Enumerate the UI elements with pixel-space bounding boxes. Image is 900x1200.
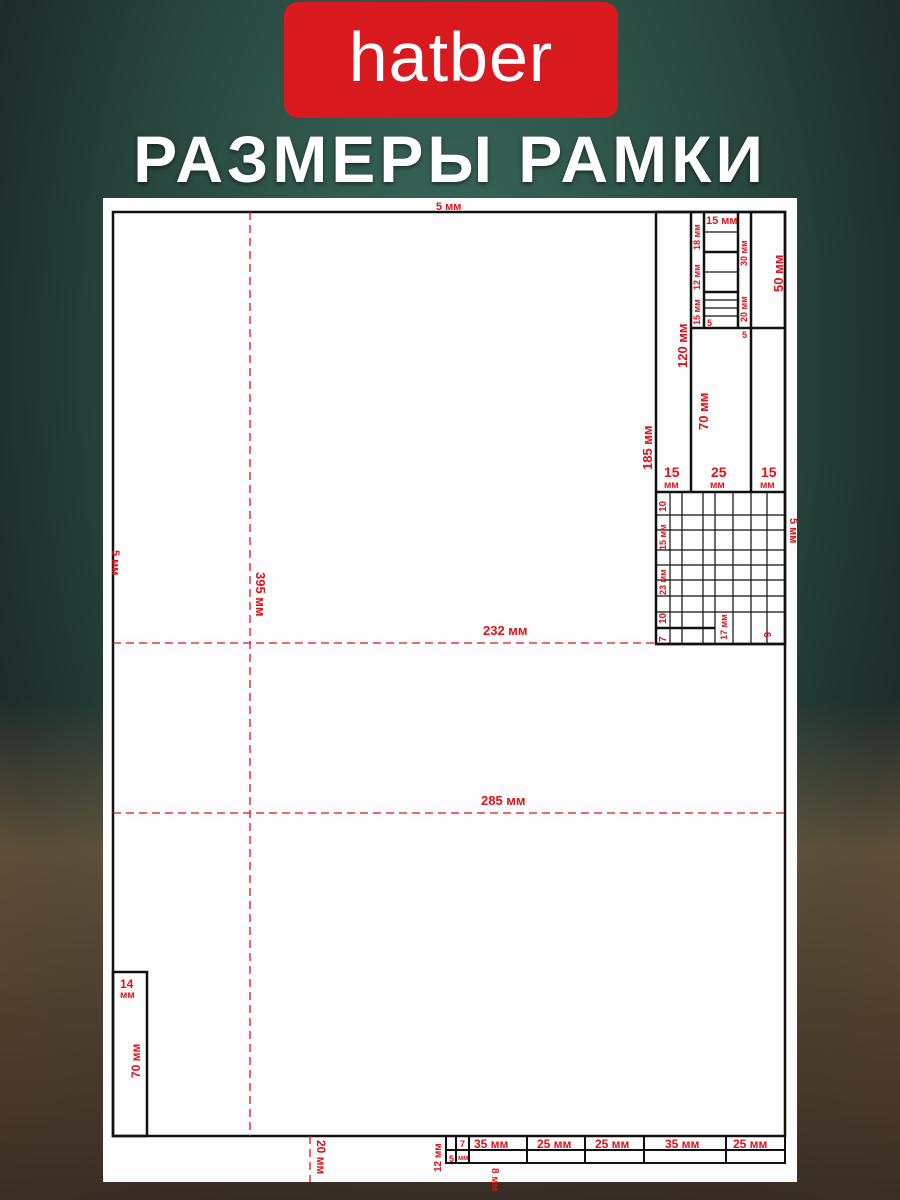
label-bottom-25a: 25 мм xyxy=(537,1137,572,1151)
label-col-25-mm: мм xyxy=(710,480,725,491)
brand-logo: hatber xyxy=(284,2,618,118)
label-bottom-12: 12 мм xyxy=(433,1143,444,1172)
label-col-15a: 15 xyxy=(664,464,680,480)
label-cell-6: 6 xyxy=(761,632,772,638)
label-col-17: 17 мм xyxy=(719,614,729,640)
label-bottom-5: 5 xyxy=(449,1154,454,1164)
label-col-15b: 15 xyxy=(761,464,777,480)
label-box-185: 185 мм xyxy=(640,425,655,470)
label-left-14: 14 xyxy=(120,977,134,991)
label-col-15a-mm: мм xyxy=(664,480,679,491)
label-bottom-35a: 35 мм xyxy=(474,1137,509,1151)
label-col-25: 25 xyxy=(711,464,727,480)
label-height-395: 395 мм xyxy=(253,572,268,617)
label-cell-15: 15 мм xyxy=(706,215,738,227)
label-row-10b: 10 xyxy=(658,612,669,624)
label-box-70: 70 мм xyxy=(696,393,711,430)
stamp-block xyxy=(654,210,787,646)
label-row-23: 23 мм xyxy=(658,569,668,595)
label-bottom-7-mm: мм xyxy=(458,1155,468,1162)
page-headline: РАЗМЕРЫ РАМКИ xyxy=(133,122,767,196)
label-width-285: 285 мм xyxy=(481,793,526,808)
label-top-margin: 5 мм xyxy=(436,201,461,213)
label-bottom-25b: 25 мм xyxy=(595,1137,630,1151)
label-row-7: 7 xyxy=(658,636,669,642)
label-right-margin: 5 мм xyxy=(787,518,799,543)
brand-logo-text: hatber xyxy=(348,18,554,96)
label-box-120: 120 мм xyxy=(675,323,690,368)
label-bottom-8: 8 мм xyxy=(489,1168,500,1191)
label-bottom-7: 7 xyxy=(460,1139,465,1149)
label-row-15: 15 мм xyxy=(658,524,668,550)
label-col-15b-mm: мм xyxy=(760,480,775,491)
label-cell-15b: 15 мм xyxy=(692,299,702,325)
label-bottom-35b: 35 мм xyxy=(665,1137,700,1151)
label-left-70: 70 мм xyxy=(129,1043,143,1078)
label-width-232: 232 мм xyxy=(483,623,528,638)
label-cell-20: 20 мм xyxy=(739,296,749,322)
label-bottom-20: 20 мм xyxy=(314,1140,328,1175)
label-cell-12: 12 мм xyxy=(692,264,702,290)
label-cell-30: 30 мм xyxy=(739,240,749,266)
label-row-10: 10 xyxy=(658,500,669,512)
frame-sheet xyxy=(103,198,797,1182)
label-cell-5b: 5 xyxy=(742,330,747,340)
label-bottom-25c: 25 мм xyxy=(733,1137,768,1151)
label-left-14-mm: мм xyxy=(120,990,135,1001)
label-left-margin: 5 мм xyxy=(109,550,121,575)
label-cell-5: 5 xyxy=(707,318,712,328)
left-side-box xyxy=(111,970,149,1138)
label-box-50: 50 мм xyxy=(771,255,786,292)
label-cell-18: 18 мм xyxy=(692,224,702,250)
